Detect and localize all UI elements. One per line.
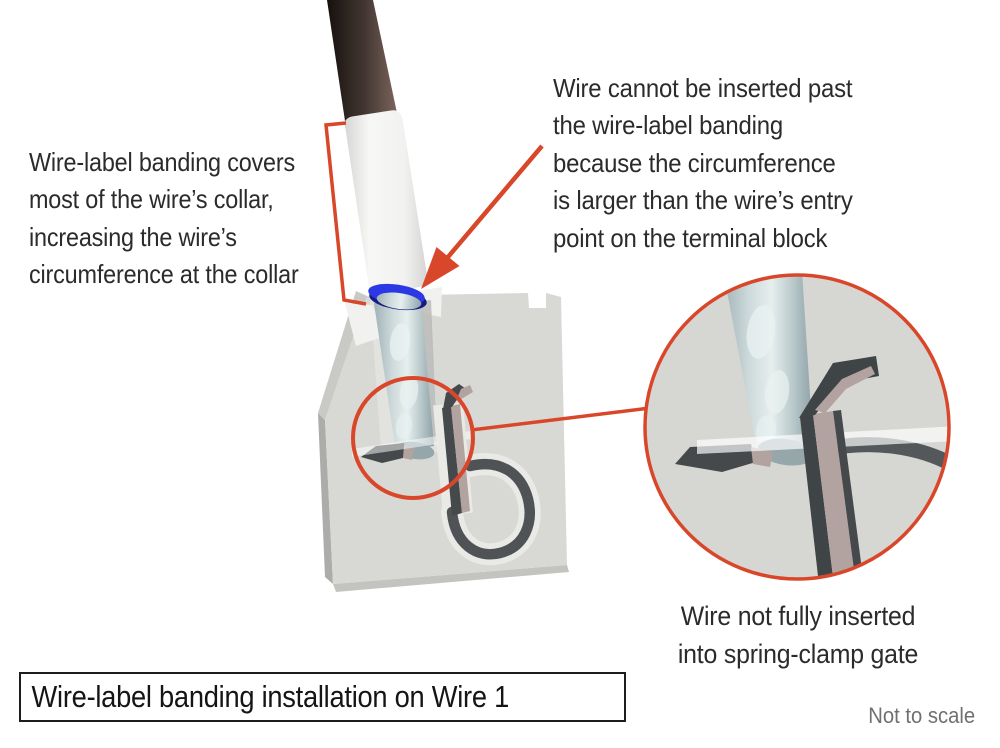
clamp-strip-dark (442, 406, 462, 516)
zoom-connector-line (470, 406, 651, 432)
inset-wire-sheen (746, 305, 776, 359)
left-note: Wire-label banding covers most of the wi… (29, 147, 299, 290)
wire-at-collar (376, 292, 422, 310)
title-box: Wire-label banding installation on Wire … (19, 672, 626, 722)
inset-wire-sheen (764, 370, 790, 414)
clamp-strip-mauve (451, 404, 470, 513)
entry-slot-shadow (421, 300, 437, 444)
wire-sheen (389, 323, 411, 361)
inset-caption: Wire not fully inserted into spring-clam… (677, 601, 919, 669)
label-banding-sleeve (344, 110, 429, 297)
spring-clamp (433, 384, 541, 566)
inset-spring-clamp (799, 356, 879, 578)
magnifier-inset (643, 273, 951, 581)
wire-sheen (395, 413, 413, 439)
inset-clamp-strip-edge (833, 410, 864, 578)
zoom-source-circle (351, 376, 475, 500)
inset-clamp-strip-dark (800, 414, 834, 578)
wire-label-banding-assembly (327, 0, 429, 311)
arrow-head (421, 247, 460, 289)
block-side-left (318, 413, 333, 584)
wire-sheen (399, 375, 419, 409)
title-text: Wire-label banding installation on Wire … (31, 679, 510, 714)
callout-arrow (421, 144, 544, 289)
entry-funnel-left (345, 303, 385, 346)
wire-tube (374, 299, 434, 453)
inset-clamp-strip-mauve (813, 411, 856, 578)
cable-insulation (327, 0, 397, 121)
clamp-flag-mauve (456, 385, 473, 401)
inset-contents (675, 276, 948, 578)
banding-bracket (324, 121, 367, 306)
arrow-shaft (446, 144, 544, 259)
inset-clamp-tab-inner (751, 447, 773, 467)
block-side-bottom (333, 565, 569, 592)
clamp-loop (446, 458, 535, 560)
scale-note: Not to scale (868, 703, 975, 728)
right-note: Wire cannot be inserted past the wire-la… (553, 73, 853, 253)
inset-clamp-flag-mauve (815, 366, 875, 413)
inset-border-ring (643, 273, 951, 581)
